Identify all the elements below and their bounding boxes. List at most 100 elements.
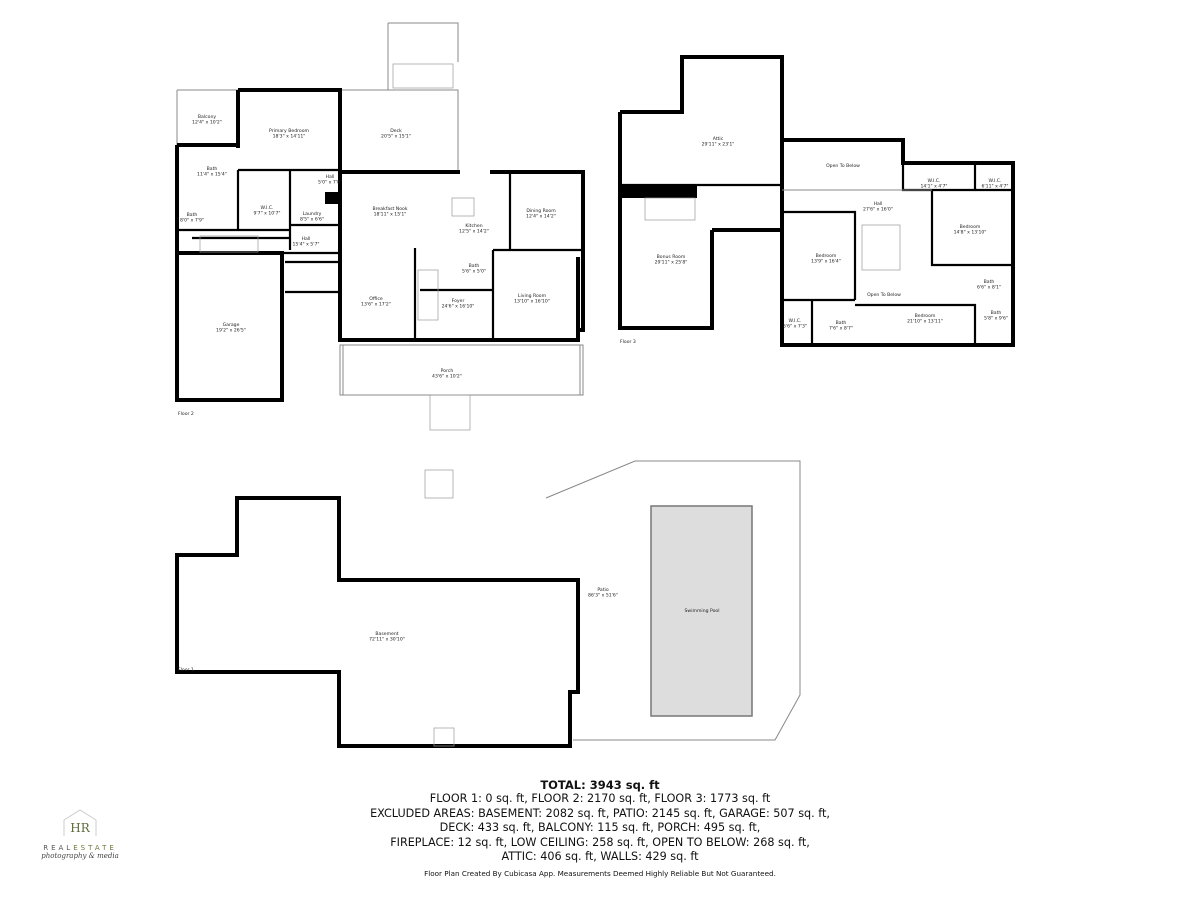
room-size: 27'6" x 16'0"	[863, 207, 893, 213]
room-name: W.I.C.	[261, 205, 274, 211]
room-name: Balcony	[198, 114, 216, 120]
floor-1-plan	[175, 460, 801, 748]
room-name: Kitchen	[465, 223, 482, 229]
room-label: W.I.C.9'7" x 10'7"	[253, 205, 280, 217]
room-name: Hall	[326, 174, 335, 180]
room-name: W.I.C.	[989, 178, 1002, 184]
room-size: 5'8" x 9'6"	[984, 316, 1008, 322]
room-size: 11'4" x 15'4"	[197, 172, 227, 178]
room-name: Attic	[713, 136, 724, 142]
room-size: 15'4" x 5'7"	[292, 242, 319, 248]
room-size: 8'5" x 6'6"	[300, 217, 324, 223]
low-ceiling-block	[620, 185, 697, 198]
room-size: 29'11" x 25'8"	[655, 260, 688, 266]
room-name: Dining Room	[526, 208, 556, 214]
floor-2-plan	[175, 22, 585, 431]
room-size: 7'6" x 8'7"	[829, 326, 853, 332]
room-size: 5'6" x 5'0"	[462, 269, 486, 275]
room-label: Open To Below	[826, 163, 860, 169]
summary-line: FLOOR 1: 0 sq. ft, FLOOR 2: 2170 sq. ft,…	[429, 792, 771, 806]
room-name: Bath	[991, 310, 1002, 316]
room-size: 24'6" x 16'10"	[442, 304, 475, 310]
room-name: Open To Below	[867, 292, 901, 298]
room-size: 13'10" x 16'10"	[514, 299, 550, 305]
total-area: TOTAL: 3943 sq. ft	[540, 778, 660, 792]
room-name: Breakfast Nook	[372, 206, 407, 212]
room-name: Swimming Pool	[685, 608, 720, 614]
room-size: 72'11" x 30'10"	[369, 637, 405, 643]
room-label: Swimming Pool	[685, 608, 720, 614]
room-name: Bath	[984, 279, 995, 285]
room-name: Bedroom	[960, 224, 981, 230]
room-size: 5'6" x 7'3"	[783, 324, 807, 330]
room-name: Porch	[441, 368, 454, 374]
house-outline-icon: HR	[63, 809, 97, 836]
room-name: Basement	[375, 631, 398, 637]
room-size: 12'4" x 14'2"	[526, 214, 556, 220]
company-logo: HR REALESTATE photography & media	[28, 808, 132, 860]
room-size: 13'9" x 16'4"	[811, 259, 841, 265]
room-name: Hall	[874, 201, 883, 207]
summary-line: EXCLUDED AREAS: BASEMENT: 2082 sq. ft, P…	[370, 806, 830, 820]
room-name: Foyer	[452, 298, 465, 304]
room-name: Laundry	[303, 211, 322, 217]
room-size: 12'4" x 10'2"	[192, 120, 222, 126]
chimney-block	[325, 192, 340, 204]
room-name: Deck	[390, 128, 402, 134]
room-size: 13'6" x 17'2"	[361, 302, 391, 308]
room-name: Living Room	[518, 293, 547, 299]
logo-mark: HR	[70, 821, 90, 835]
logo-tagline: photography & media	[41, 852, 119, 860]
room-name: Bedroom	[915, 313, 936, 319]
floor-1-label: Floor 1	[178, 667, 194, 673]
room-size: 20'5" x 15'1"	[381, 134, 411, 140]
room-label: W.I.C.14'1" x 4'7"	[920, 178, 947, 190]
room-name: W.I.C.	[928, 178, 941, 184]
room-size: 19'2" x 26'5"	[216, 328, 246, 334]
floor-3-plan	[618, 55, 1015, 347]
room-name: Bedroom	[816, 253, 837, 259]
room-name: Hall	[302, 236, 311, 242]
room-size: 6'11" x 4'7"	[981, 184, 1008, 190]
room-name: Bonus Room	[657, 254, 686, 260]
swimming-pool	[650, 505, 753, 717]
room-name: Patio	[597, 587, 608, 593]
room-size: 9'7" x 10'7"	[253, 211, 280, 217]
room-name: Bath	[187, 212, 198, 218]
room-size: 21'10" x 13'11"	[907, 319, 943, 325]
area-summary: TOTAL: 3943 sq. ft FLOOR 1: 0 sq. ft, FL…	[300, 778, 900, 864]
room-size: 8'0" x 7'9"	[180, 218, 204, 224]
room-name: Bath	[469, 263, 480, 269]
room-name: Garage	[223, 322, 240, 328]
room-size: 12'5" x 14'2"	[459, 229, 489, 235]
logo-text-estate: ESTATE	[73, 844, 117, 852]
summary-line: DECK: 433 sq. ft, BALCONY: 115 sq. ft, P…	[439, 821, 761, 835]
room-label: W.I.C.5'6" x 7'3"	[783, 318, 807, 330]
